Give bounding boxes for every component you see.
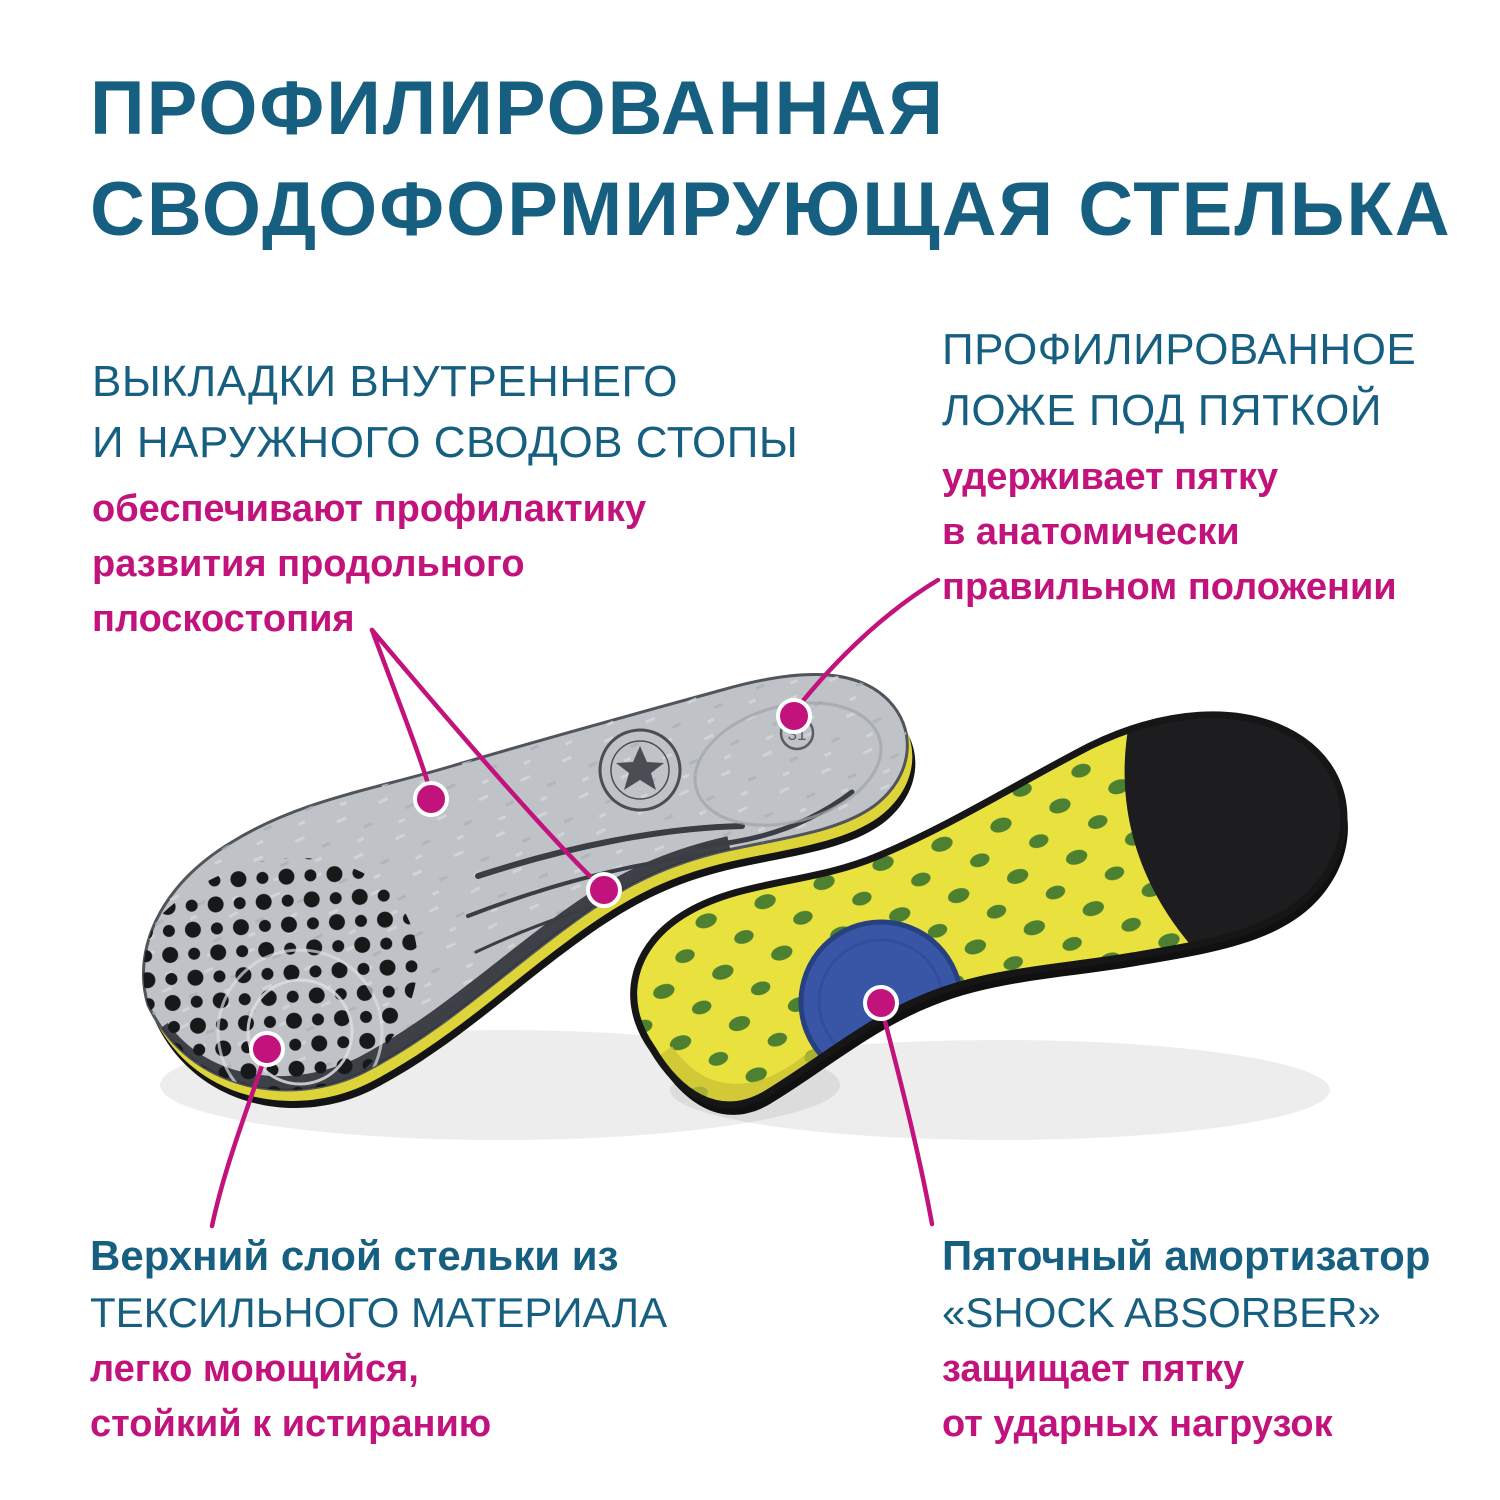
- callouts: [209, 577, 941, 1229]
- heel-bed-desc-line2: в анатомически: [942, 511, 1240, 554]
- right-insole: [630, 711, 1348, 1115]
- heel-bed-heading: ПРОФИЛИРОВАННОЕ ЛОЖЕ ПОД ПЯТКОЙ: [942, 320, 1416, 441]
- page-title-line1: ПРОФИЛИРОВАННАЯ: [90, 66, 945, 151]
- page-title-line2: СВОДОФОРМИРУЮЩАЯ СТЕЛЬКА: [90, 167, 1452, 253]
- callout-line-arch-2: [369, 627, 601, 887]
- callout-dot-absorber: [863, 985, 899, 1021]
- callout-dot-textile: [249, 1031, 285, 1067]
- shock-absorber-heading-line2: «SHOCK ABSORBER»: [942, 1288, 1381, 1336]
- left-insole-heel-outline: [693, 701, 883, 827]
- arch-support-heading-line1: ВЫКЛАДКИ ВНУТРЕННЕГО: [92, 357, 679, 406]
- left-insole-halftone-dots: [143, 857, 418, 1090]
- arch-support-heading: ВЫКЛАДКИ ВНУТРЕННЕГО И НАРУЖНОГО СВОДОВ …: [92, 352, 798, 473]
- textile-layer-desc-line2: стойкий к истиранию: [90, 1403, 492, 1446]
- heel-bed-description: удерживает пятку в анатомически правильн…: [942, 450, 1397, 615]
- callout-dot-arch-2: [586, 872, 622, 908]
- callout-line-textile: [209, 1051, 269, 1229]
- left-insole-ring-detail-inner: [246, 978, 354, 1086]
- textile-layer-heading-line1: Верхний слой стельки из: [90, 1232, 619, 1279]
- shock-absorber-description: защищает пятку от ударных нагрузок: [942, 1342, 1333, 1452]
- textile-layer-desc-line1: легко моющийся,: [90, 1348, 419, 1390]
- left-insole-arch-line-1: [475, 823, 745, 879]
- left-insole-heel-cup-line: [697, 789, 855, 849]
- arch-support-heading-line2: И НАРУЖНОГО СВОДОВ СТОПЫ: [92, 417, 799, 467]
- shock-absorber-heading: Пяточный амортизатор «SHOCK ABSORBER»: [942, 1228, 1430, 1341]
- textile-layer-description: легко моющийся, стойкий к истиранию: [90, 1342, 491, 1452]
- left-insole-arch-line-2: [466, 848, 748, 918]
- textile-layer-heading: Верхний слой стельки из ТЕКСИЛЬНОГО МАТЕ…: [90, 1228, 667, 1341]
- callout-line-absorber: [879, 1007, 935, 1227]
- right-insole-shadow: [670, 1040, 1330, 1140]
- textile-layer-heading-line2: ТЕКСИЛЬНОГО МАТЕРИАЛА: [90, 1288, 668, 1336]
- brand-stamp-icon: [598, 728, 682, 812]
- callout-dot-heel-bed: [776, 698, 812, 734]
- shock-absorber-heading-line1: Пяточный амортизатор: [942, 1232, 1431, 1279]
- page-title: ПРОФИЛИРОВАННАЯ СВОДОФОРМИРУЮЩАЯ СТЕЛЬКА: [90, 58, 1452, 260]
- callout-dots: [249, 698, 899, 1067]
- shock-absorber-desc-line1: защищает пятку: [942, 1348, 1245, 1390]
- heel-bed-heading-line2: ЛОЖЕ ПОД ПЯТКОЙ: [942, 385, 1383, 435]
- shock-absorber-desc-line2: от ударных нагрузок: [942, 1403, 1333, 1446]
- arch-support-description: обеспечивают профилактику развития продо…: [92, 482, 646, 647]
- heel-bed-heading-line1: ПРОФИЛИРОВАННОЕ: [942, 325, 1417, 374]
- left-insole-ring-detail-outer: [216, 948, 384, 1090]
- callout-line-heel-bed: [791, 577, 941, 715]
- arch-support-desc-line2: развития продольного: [92, 543, 525, 586]
- arch-support-desc-line3: плоскостопия: [92, 598, 355, 641]
- callout-dot-arch-1: [413, 781, 449, 817]
- heel-bed-desc-line3: правильном положении: [942, 566, 1397, 609]
- heel-bed-desc-line1: удерживает пятку: [942, 456, 1279, 498]
- right-insole-rim: [630, 711, 1348, 1109]
- arch-support-desc-line1: обеспечивают профилактику: [92, 488, 647, 530]
- callout-line-arch-1: [369, 627, 433, 793]
- right-insole-toe-cap: [1124, 714, 1344, 1012]
